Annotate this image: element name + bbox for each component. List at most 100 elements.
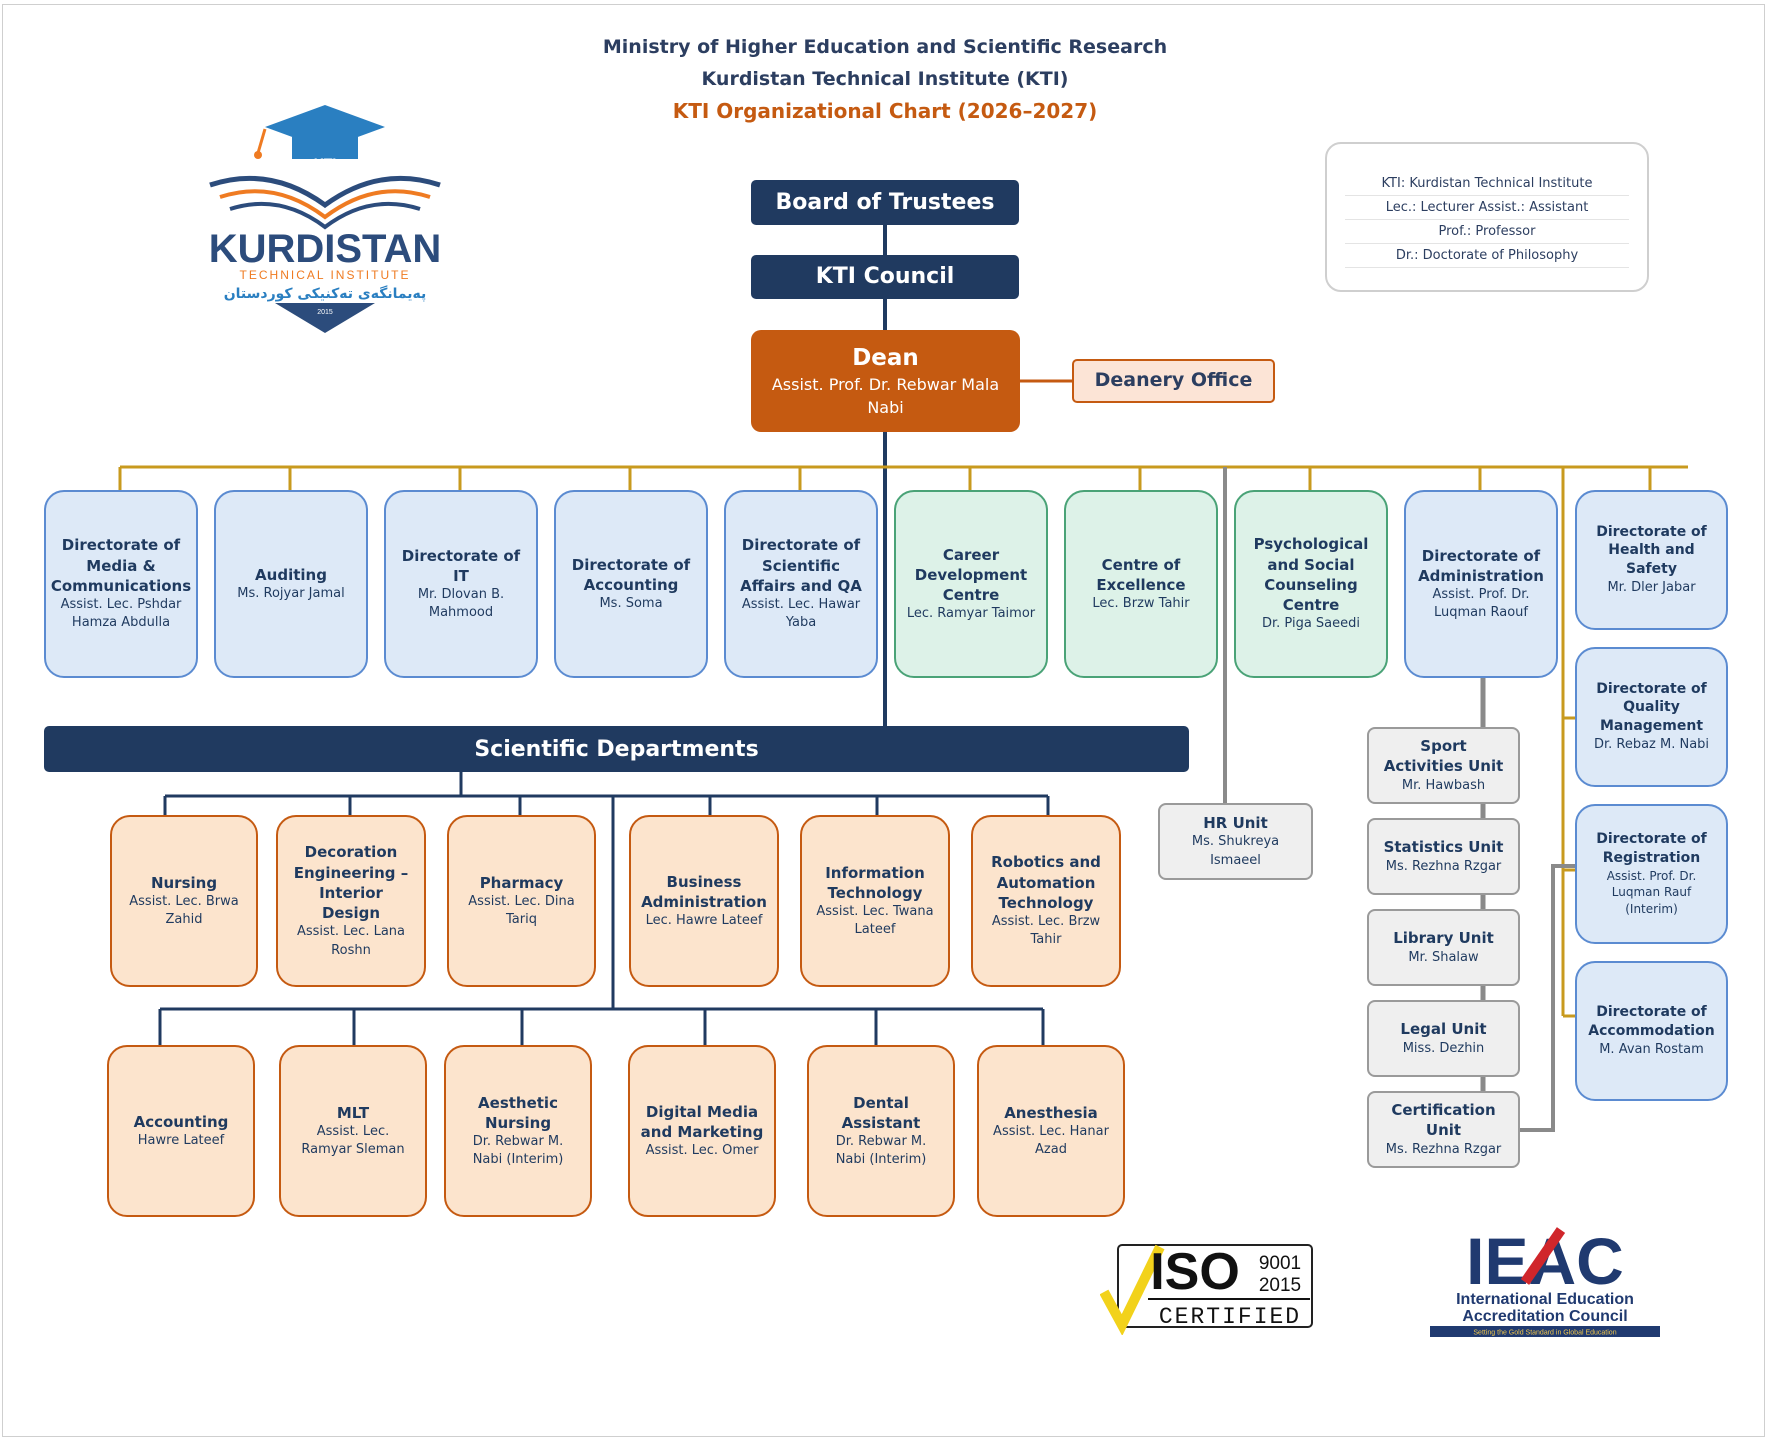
logo-year: 2015 <box>317 309 333 316</box>
iso-certified-text: CERTIFIED <box>1159 1304 1301 1330</box>
unit-person: Mr. Shalaw <box>1408 949 1479 965</box>
department-title: Accounting <box>133 1112 229 1131</box>
header-ministry: Ministry of Higher Education and Scienti… <box>602 36 1168 58</box>
directorate-person: Mr. Dler Jabar <box>1607 580 1696 596</box>
board-label: Board of Trustees <box>775 189 995 215</box>
scientific-departments-bar: Scientific Departments <box>44 726 1189 772</box>
department-title: Pharmacy <box>479 873 564 892</box>
page-frame <box>2 4 1765 1437</box>
department-person: Dr. Rebwar M. Nabi (Interim) <box>472 1134 564 1168</box>
unit-title: Statistics Unit <box>1383 838 1504 857</box>
directorate-title: Directorate of Media & Communications <box>50 536 192 595</box>
department-title: Robotics and Automation Technology <box>991 853 1101 912</box>
iso-standard: 9001 <box>1259 1253 1301 1274</box>
directorate-box: Directorate of Administration Assist. Pr… <box>1404 490 1558 678</box>
department-box: Digital Media and Marketing Assist. Lec.… <box>628 1045 776 1217</box>
ieac-logo: IEAC International Education Accreditati… <box>1430 1224 1660 1337</box>
department-box: Dental Assistant Dr. Rebwar M. Nabi (Int… <box>807 1045 955 1217</box>
department-person: Assist. Lec. Omer <box>645 1143 759 1159</box>
iso-year: 2015 <box>1259 1275 1301 1296</box>
admin-unit: Legal Unit Miss. Dezhin <box>1367 1000 1520 1077</box>
centre-person: Lec. Brzw Tahir <box>1092 596 1190 612</box>
department-person: Dr. Rebwar M. Nabi (Interim) <box>835 1134 927 1168</box>
directorate-person: Ms. Rojyar Jamal <box>237 586 345 602</box>
centre-person: Lec. Ramyar Taimor <box>906 606 1036 622</box>
directorate-title: Directorate of Quality Management <box>1596 680 1707 735</box>
directorate-person: Dr. Rebaz M. Nabi <box>1593 737 1710 753</box>
hr-person: Ms. Shukreya Ismaeel <box>1191 834 1280 868</box>
directorate-title: Directorate of Registration <box>1596 830 1707 866</box>
department-person: Assist. Lec. Ramyar Sleman <box>301 1123 405 1158</box>
hr-title: HR Unit <box>1203 814 1268 833</box>
directorate-person: Assist. Prof. Dr. Luqman Raouf <box>1432 587 1530 621</box>
centre-box: Centre of Excellence Lec. Brzw Tahir <box>1064 490 1218 678</box>
dean-box: Dean Assist. Prof. Dr. Rebwar Mala Nabi <box>751 330 1020 432</box>
directorate-title: Directorate of IT <box>401 546 521 585</box>
centre-box: Psychological and Social Counseling Cent… <box>1234 490 1388 678</box>
admin-unit: Statistics Unit Ms. Rezhna Rzgar <box>1367 818 1520 895</box>
department-box: Accounting Hawre Lateef <box>107 1045 255 1217</box>
department-person: Assist. Lec. Twana Lateef <box>816 904 934 938</box>
directorate-box: Directorate of Scientific Affairs and QA… <box>724 490 878 678</box>
directorate-title: Directorate of Scientific Affairs and QA <box>740 536 862 595</box>
directorate-title: Directorate of Accounting <box>571 555 691 594</box>
directorate-box: Directorate of Quality Management Dr. Re… <box>1575 647 1728 787</box>
council-label: KTI Council <box>815 264 955 290</box>
directorate-box: Directorate of Accommodation M. Avan Ros… <box>1575 961 1728 1101</box>
logo-kti-badge: KTI <box>314 155 337 171</box>
department-title: Information Technology <box>825 863 925 902</box>
kti-council: KTI Council <box>751 255 1019 299</box>
directorate-box: Auditing Ms. Rojyar Jamal <box>214 490 368 678</box>
department-title: Anesthesia <box>1004 1103 1098 1122</box>
department-title: MLT <box>336 1103 370 1122</box>
unit-person: Mr. Hawbash <box>1401 777 1486 793</box>
unit-person: Miss. Dezhin <box>1402 1040 1485 1056</box>
centre-title: Psychological and Social Counseling Cent… <box>1253 535 1369 615</box>
department-title: Business Administration <box>641 872 767 911</box>
admin-unit: Sport Activities Unit Mr. Hawbash <box>1367 727 1520 804</box>
department-box: Decoration Engineering – Interior Design… <box>276 815 426 987</box>
department-person: Hawre Lateef <box>137 1133 225 1149</box>
logo-kurdistan-text: KURDISTAN <box>209 227 442 271</box>
iso-mark: ISO <box>1150 1243 1240 1301</box>
centre-box: Career Development Centre Lec. Ramyar Ta… <box>894 490 1048 678</box>
directorate-person: Ms. Soma <box>599 596 663 612</box>
ieac-line2: Accreditation Council <box>1462 1308 1627 1325</box>
department-person: Lec. Hawre Lateef <box>645 913 763 929</box>
abbreviation-row: Prof.: Professor <box>1345 220 1629 244</box>
iso-certified-badge: ISO 9001 2015 CERTIFIED <box>1100 1243 1313 1335</box>
department-title: Decoration Engineering – Interior Design <box>293 843 409 923</box>
department-person: Assist. Lec. Lana Roshn <box>296 924 406 958</box>
unit-title: Legal Unit <box>1400 1020 1487 1039</box>
centre-title: Centre of Excellence <box>1096 555 1186 594</box>
directorate-box: Directorate of Health and Safety Mr. Dle… <box>1575 490 1728 630</box>
directorate-person: M. Avan Rostam <box>1599 1041 1704 1057</box>
unit-title: Sport Activities Unit <box>1383 737 1504 776</box>
logo-kurdish-text: پەیمانگەی تەکنیکی کوردستان <box>224 285 427 302</box>
hr-unit: HR Unit Ms. Shukreya Ismaeel <box>1158 803 1313 880</box>
directorate-title: Directorate of Administration <box>1418 546 1544 585</box>
directorate-box: Directorate of Media & Communications As… <box>44 490 198 678</box>
department-box: Anesthesia Assist. Lec. Hanar Azad <box>977 1045 1125 1217</box>
dean-title: Dean <box>852 345 919 372</box>
page-title: KTI Organizational Chart (2026–2027) <box>672 99 1098 123</box>
department-title: Aesthetic Nursing <box>478 1093 558 1132</box>
kti-logo: KTI KURDISTAN TECHNICAL INSTITUTE پەیمان… <box>209 105 442 333</box>
directorate-title: Directorate of Accommodation <box>1588 1004 1715 1039</box>
admin-unit: Library Unit Mr. Shalaw <box>1367 909 1520 986</box>
abbreviation-row: Dr.: Doctorate of Philosophy <box>1345 244 1629 268</box>
department-box: Business Administration Lec. Hawre Latee… <box>629 815 779 987</box>
directorate-person: Assist. Lec. Pshdar Hamza Abdulla <box>60 597 182 631</box>
unit-person: Ms. Rezhna Rzgar <box>1385 858 1502 874</box>
department-box: Aesthetic Nursing Dr. Rebwar M. Nabi (In… <box>444 1045 592 1217</box>
admin-unit: Certification Unit Ms. Rezhna Rzgar <box>1367 1091 1520 1168</box>
unit-title: Certification Unit <box>1391 1101 1496 1140</box>
unit-person: Ms. Rezhna Rzgar <box>1385 1141 1502 1157</box>
directorate-person: Assist. Lec. Hawar Yaba <box>741 597 861 631</box>
department-person: Assist. Lec. Hanar Azad <box>993 1123 1109 1158</box>
ieac-tagline: Setting the Gold Standard in Global Educ… <box>1473 1330 1616 1337</box>
ieac-line1: International Education <box>1456 1291 1634 1308</box>
department-person: Assist. Lec. Brwa Zahid <box>129 893 239 928</box>
department-box: Pharmacy Assist. Lec. Dina Tariq <box>447 815 596 987</box>
department-person: Assist. Lec. Brzw Tahir <box>991 914 1101 948</box>
